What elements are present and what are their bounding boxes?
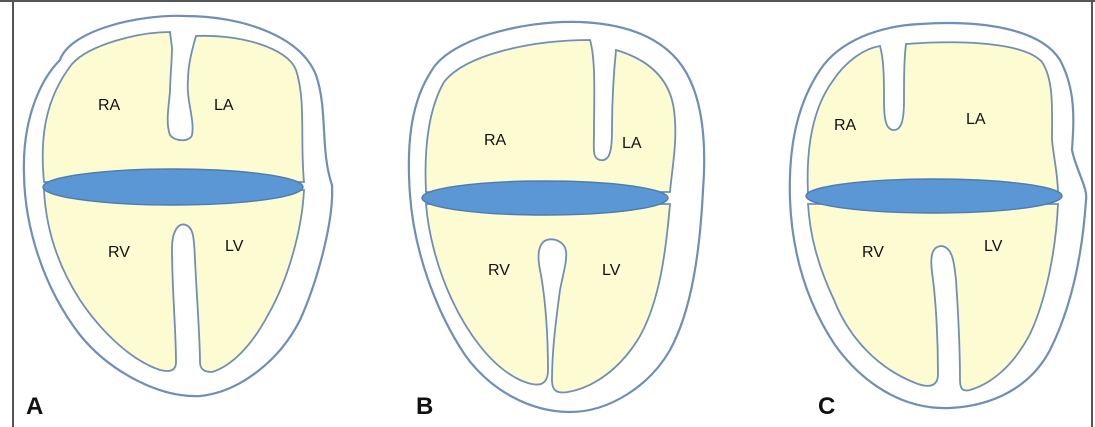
panel-c-valve-plane (806, 179, 1062, 213)
panel-a-label-rv: RV (108, 244, 130, 261)
panel-c-label-ra: RA (834, 117, 857, 134)
panel-b-letter: B (416, 393, 433, 420)
panel-b-valve-plane (422, 181, 668, 215)
panel-b: RA LA RV LV B (409, 22, 704, 420)
panel-b-label-lv: LV (602, 262, 621, 279)
panel-b-label-ra: RA (484, 132, 507, 149)
panel-a-valve-plane (43, 169, 303, 205)
panel-c-label-la: LA (966, 111, 986, 128)
panel-b-label-la: LA (622, 135, 642, 152)
panel-b-label-rv: RV (488, 262, 510, 279)
panel-a-label-la: LA (214, 97, 234, 114)
panel-c: RA LA RV LV C (790, 23, 1086, 420)
panel-c-label-rv: RV (862, 244, 884, 261)
panel-a-letter: A (26, 393, 43, 420)
panel-a-label-ra: RA (98, 97, 121, 114)
panel-a: RA LA RV LV A (24, 16, 332, 420)
panel-c-label-lv: LV (984, 238, 1003, 255)
panel-c-letter: C (818, 393, 835, 420)
panel-a-label-lv: LV (225, 238, 244, 255)
